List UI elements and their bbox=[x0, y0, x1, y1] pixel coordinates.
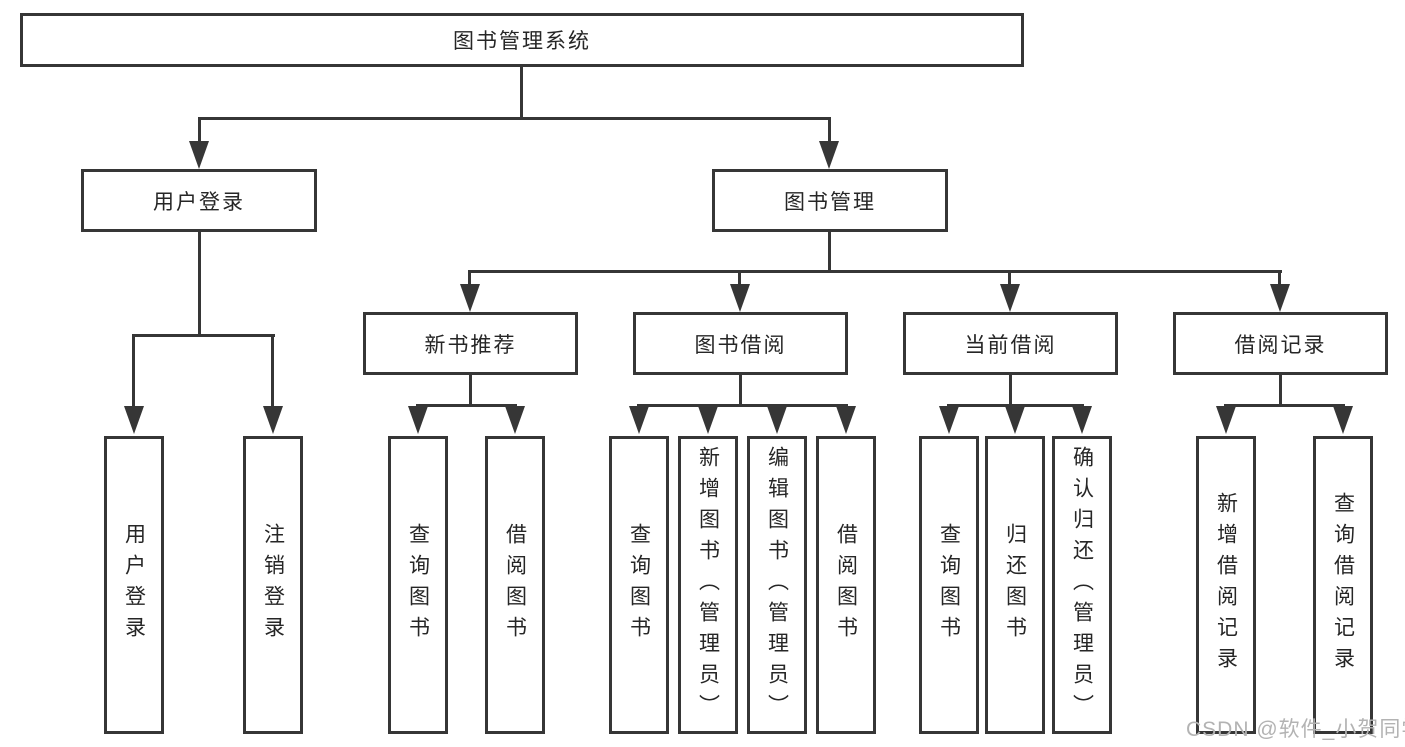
leaf-query-books-recommend: 查询图书 bbox=[388, 436, 448, 734]
node-root-label: 图书管理系统 bbox=[453, 30, 591, 53]
leaf-borrow-books-recommend: 借阅图书 bbox=[485, 436, 545, 734]
connector-drop-current-borrowing bbox=[1008, 273, 1011, 287]
connector-drop-user-login bbox=[198, 120, 201, 144]
leaf-add-book-admin: 新增图书（管理员） bbox=[678, 436, 738, 734]
leaf-query-books-current-label: 查询图书 bbox=[937, 523, 961, 647]
leaf-return-book: 归还图书 bbox=[985, 436, 1045, 734]
node-user-login-label: 用户登录 bbox=[153, 190, 245, 214]
connector-user-login-stem bbox=[198, 231, 201, 337]
leaf-add-borrow-record-label: 新增借阅记录 bbox=[1214, 492, 1238, 678]
leaf-edit-book-admin-label: 编辑图书（管理员） bbox=[765, 445, 789, 725]
connector-drop-leaf-user-login bbox=[132, 337, 135, 409]
arrow-borrowing-records bbox=[1270, 284, 1290, 312]
arrow-book-borrowing bbox=[730, 284, 750, 312]
arrow-current-borrowing bbox=[1000, 284, 1020, 312]
leaf-user-login: 用户登录 bbox=[104, 436, 164, 734]
connector-user-login-bar bbox=[132, 334, 275, 337]
leaf-confirm-return-admin-label: 确认归还（管理员） bbox=[1070, 445, 1094, 725]
node-user-login: 用户登录 bbox=[81, 169, 317, 232]
leaf-query-books-borrowing: 查询图书 bbox=[609, 436, 669, 734]
connector-root-stem bbox=[520, 67, 523, 120]
leaf-query-books-recommend-label: 查询图书 bbox=[406, 523, 430, 647]
leaf-logout: 注销登录 bbox=[243, 436, 303, 734]
leaf-return-book-label: 归还图书 bbox=[1003, 523, 1027, 647]
node-new-book-recommend-label: 新书推荐 bbox=[424, 333, 517, 357]
leaf-add-book-admin-label: 新增图书（管理员） bbox=[696, 445, 720, 725]
connector-drop-book-borrowing bbox=[738, 273, 741, 287]
connector-current-borrowing-bar bbox=[947, 404, 1084, 407]
arrow-leaf-add-borrow-record bbox=[1216, 406, 1236, 434]
leaf-query-borrow-record: 查询借阅记录 bbox=[1313, 436, 1373, 734]
leaf-user-login-label: 用户登录 bbox=[122, 523, 146, 647]
arrow-new-book-recommend bbox=[460, 284, 480, 312]
connector-book-borrowing-bar bbox=[637, 404, 848, 407]
arrow-leaf-query-books-recommend bbox=[408, 406, 428, 434]
leaf-borrow-books: 借阅图书 bbox=[816, 436, 876, 734]
node-book-borrowing: 图书借阅 bbox=[633, 312, 848, 375]
connector-borrowing-records-bar bbox=[1224, 404, 1345, 407]
leaf-borrow-books-label: 借阅图书 bbox=[834, 523, 858, 647]
connector-borrowing-records-stem bbox=[1279, 375, 1282, 407]
connector-drop-borrowing-records bbox=[1278, 273, 1281, 287]
node-current-borrowing: 当前借阅 bbox=[903, 312, 1118, 375]
csdn-watermark: CSDN @软件_小贺同学 bbox=[1186, 718, 1405, 741]
arrow-leaf-add-book-admin bbox=[698, 406, 718, 434]
arrow-leaf-borrow-books bbox=[836, 406, 856, 434]
leaf-query-borrow-record-label: 查询借阅记录 bbox=[1331, 492, 1355, 678]
node-book-borrowing-label: 图书借阅 bbox=[694, 333, 787, 357]
arrow-leaf-query-books-current bbox=[939, 406, 959, 434]
arrow-book-management bbox=[819, 141, 839, 169]
arrow-leaf-query-borrow-record bbox=[1333, 406, 1353, 434]
node-borrowing-records-label: 借阅记录 bbox=[1234, 333, 1327, 357]
leaf-query-books-borrowing-label: 查询图书 bbox=[627, 523, 651, 647]
leaf-add-borrow-record: 新增借阅记录 bbox=[1196, 436, 1256, 734]
connector-book-management-stem bbox=[828, 232, 831, 273]
connector-current-borrowing-stem bbox=[1009, 375, 1012, 407]
node-root: 图书管理系统 bbox=[20, 13, 1024, 67]
connector-drop-new-book-recommend bbox=[468, 273, 471, 287]
leaf-logout-label: 注销登录 bbox=[261, 523, 285, 647]
leaf-confirm-return-admin: 确认归还（管理员） bbox=[1052, 436, 1112, 734]
connector-root-bar bbox=[198, 117, 831, 120]
node-new-book-recommend: 新书推荐 bbox=[363, 312, 578, 375]
connector-new-book-recommend-stem bbox=[469, 375, 472, 407]
arrow-user-login bbox=[189, 141, 209, 169]
leaf-query-books-current: 查询图书 bbox=[919, 436, 979, 734]
leaf-edit-book-admin: 编辑图书（管理员） bbox=[747, 436, 807, 734]
arrow-leaf-user-login bbox=[124, 406, 144, 434]
connector-book-management-bar bbox=[468, 270, 1282, 273]
node-current-borrowing-label: 当前借阅 bbox=[964, 333, 1057, 357]
leaf-borrow-books-recommend-label: 借阅图书 bbox=[503, 523, 527, 647]
arrow-leaf-query-books-borrowing bbox=[629, 406, 649, 434]
arrow-leaf-return-book bbox=[1005, 406, 1025, 434]
node-book-management-label: 图书管理 bbox=[784, 190, 876, 214]
connector-book-borrowing-stem bbox=[739, 375, 742, 407]
node-borrowing-records: 借阅记录 bbox=[1173, 312, 1388, 375]
arrow-leaf-edit-book-admin bbox=[767, 406, 787, 434]
connector-new-book-recommend-bar bbox=[416, 404, 517, 407]
arrow-leaf-logout bbox=[263, 406, 283, 434]
arrow-leaf-confirm-return-admin bbox=[1072, 406, 1092, 434]
arrow-leaf-borrow-books-recommend bbox=[505, 406, 525, 434]
node-book-management: 图书管理 bbox=[712, 169, 948, 232]
connector-drop-leaf-logout bbox=[271, 337, 274, 409]
connector-drop-book-management bbox=[828, 120, 831, 144]
